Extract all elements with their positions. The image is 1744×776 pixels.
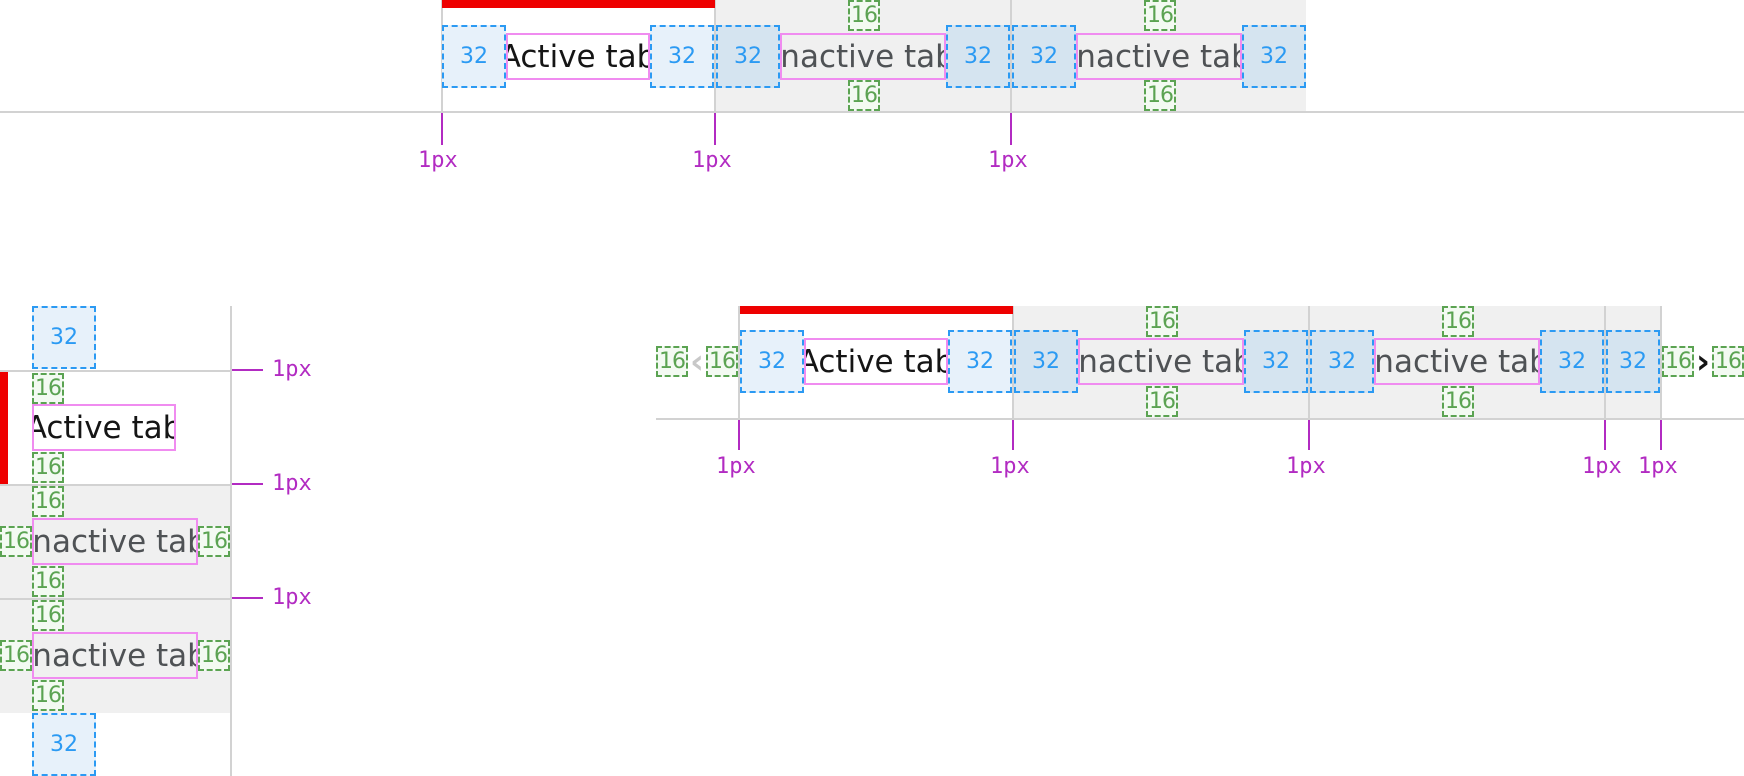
padding-16: 16	[0, 640, 32, 671]
scroll-left-icon[interactable]: ‹	[689, 342, 704, 382]
inactive-tab-label[interactable]: Inactive tab	[1374, 338, 1540, 385]
measure-label: 1px	[272, 585, 312, 610]
inactive-tab-label[interactable]: Inactive tab	[32, 632, 198, 679]
active-tab-indicator	[0, 372, 8, 484]
padding-16: 16	[1442, 306, 1474, 337]
active-tab-label[interactable]: Active tab	[804, 338, 948, 385]
measure-label: 1px	[716, 454, 756, 479]
padding-16: 16	[32, 600, 64, 631]
active-tab-indicator	[442, 0, 715, 8]
padding-16: 16	[1144, 0, 1176, 31]
measure-tick	[232, 369, 263, 371]
measure-label: 1px	[1638, 454, 1678, 479]
padding-16: 16	[848, 80, 880, 111]
measure-label: 1px	[692, 148, 732, 173]
inactive-tab-label[interactable]: Inactive tab	[780, 33, 946, 80]
padding-32: 32	[32, 306, 96, 369]
tabs-bottom-border	[0, 111, 1744, 113]
padding-16: 16	[32, 566, 64, 597]
padding-32: 32	[1606, 330, 1660, 393]
measure-tick	[738, 420, 740, 450]
measure-label: 1px	[1286, 454, 1326, 479]
padding-16: 16	[198, 526, 230, 557]
padding-32: 32	[1014, 330, 1078, 393]
inactive-tab-label[interactable]: Inactive tab	[32, 518, 198, 565]
padding-32: 32	[32, 713, 96, 776]
measure-label: 1px	[272, 357, 312, 382]
measure-tick	[232, 483, 263, 485]
padding-32: 32	[948, 330, 1012, 393]
padding-16: 16	[706, 346, 738, 377]
measure-label: 1px	[418, 148, 458, 173]
inactive-tab-label[interactable]: Inactive tab	[1078, 338, 1244, 385]
padding-32: 32	[716, 25, 780, 88]
padding-16: 16	[1144, 80, 1176, 111]
padding-32: 32	[1244, 330, 1308, 393]
inactive-tab-label[interactable]: Inactive tab	[1076, 33, 1242, 80]
padding-16: 16	[32, 680, 64, 711]
padding-32: 32	[1310, 330, 1374, 393]
padding-16: 16	[1442, 386, 1474, 417]
padding-32: 32	[442, 25, 506, 88]
measure-tick	[714, 113, 716, 145]
padding-32: 32	[1012, 25, 1076, 88]
active-tab-label[interactable]: Active tab	[506, 33, 650, 80]
measure-tick	[1660, 420, 1662, 450]
padding-32: 32	[946, 25, 1010, 88]
tab-divider	[1012, 306, 1014, 419]
tab-divider	[714, 0, 716, 112]
padding-16: 16	[32, 452, 64, 483]
tab-divider	[0, 598, 231, 600]
padding-16: 16	[656, 346, 688, 377]
tabs-right-border	[230, 306, 232, 776]
tab-divider	[0, 484, 231, 486]
tab-divider	[738, 306, 740, 419]
padding-16: 16	[0, 526, 32, 557]
padding-16: 16	[1662, 346, 1694, 377]
padding-16: 16	[32, 486, 64, 517]
padding-32: 32	[1242, 25, 1306, 88]
padding-16: 16	[1712, 346, 1744, 377]
measure-label: 1px	[988, 148, 1028, 173]
measure-tick	[1010, 113, 1012, 145]
tab-divider	[1308, 306, 1310, 419]
padding-16: 16	[198, 640, 230, 671]
measure-tick	[1604, 420, 1606, 450]
padding-16: 16	[1146, 306, 1178, 337]
tab-divider	[1604, 306, 1606, 419]
measure-label: 1px	[272, 471, 312, 496]
padding-32: 32	[740, 330, 804, 393]
measure-tick	[441, 113, 443, 145]
padding-16: 16	[1146, 386, 1178, 417]
tab-divider	[1010, 0, 1012, 112]
padding-32: 32	[650, 25, 714, 88]
padding-32: 32	[1540, 330, 1604, 393]
active-tab-indicator	[740, 306, 1013, 314]
measure-label: 1px	[990, 454, 1030, 479]
measure-tick	[1012, 420, 1014, 450]
tab-divider	[1660, 306, 1662, 419]
tabs-bottom-border	[656, 418, 1744, 420]
padding-16: 16	[848, 0, 880, 31]
measure-label: 1px	[1582, 454, 1622, 479]
active-tab-label[interactable]: Active tab	[32, 404, 176, 451]
tab-divider	[0, 370, 231, 372]
scroll-right-icon[interactable]: ›	[1695, 342, 1710, 382]
measure-tick	[232, 597, 263, 599]
padding-16: 16	[32, 373, 64, 404]
measure-tick	[1308, 420, 1310, 450]
